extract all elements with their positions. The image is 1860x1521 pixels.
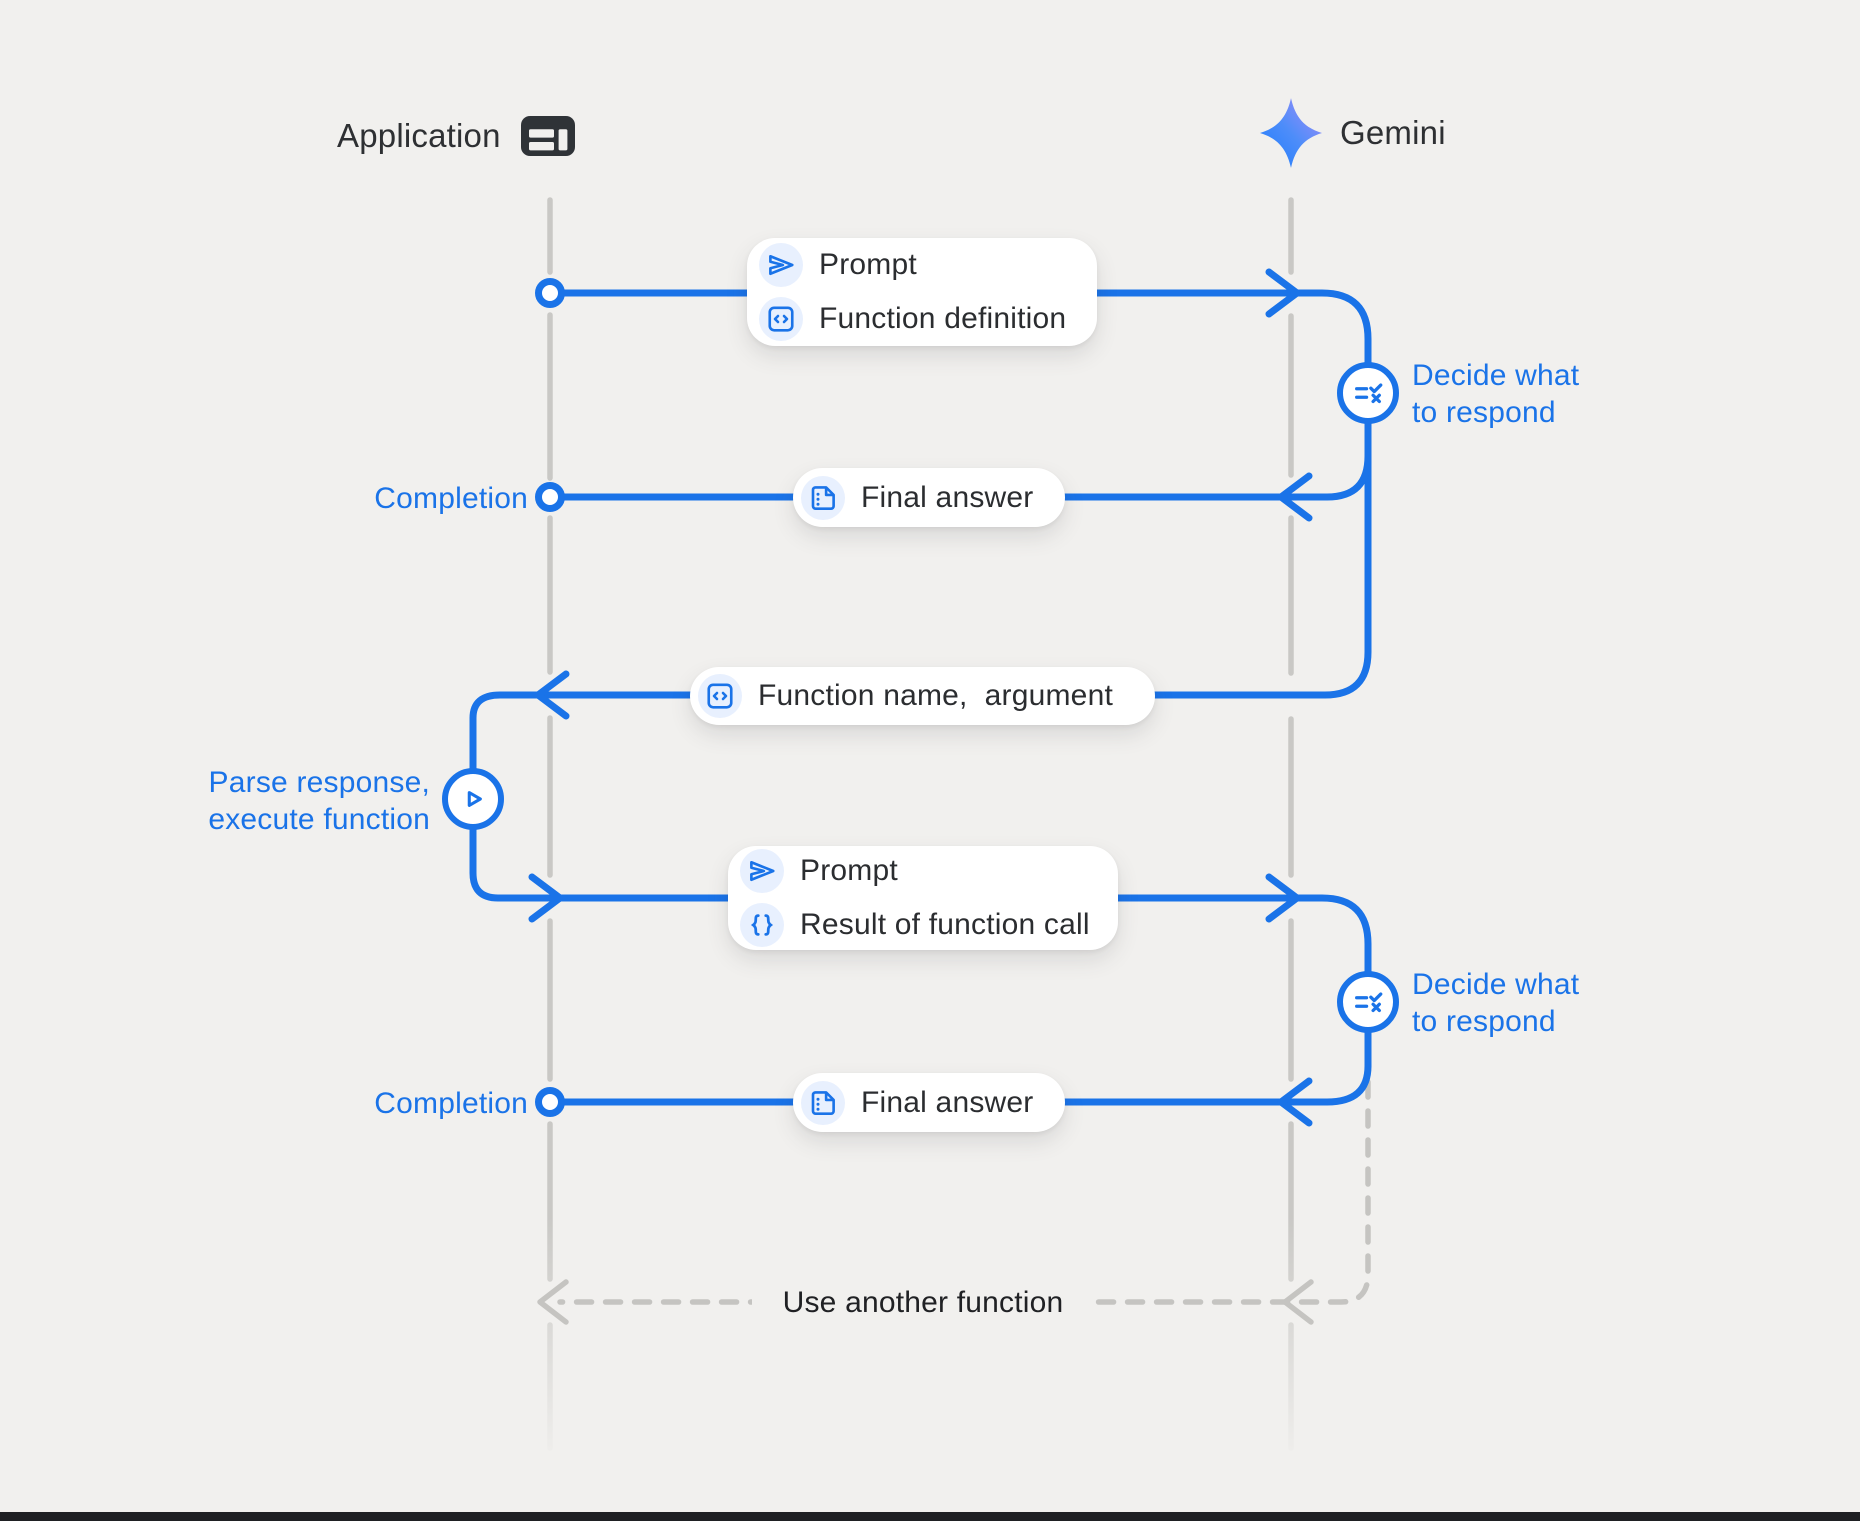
decide-note-1-line1: Decide what xyxy=(1412,359,1580,392)
final-answer-2-box: Final answer xyxy=(793,1073,1065,1132)
start-terminator-prompt1 xyxy=(535,278,565,308)
app-window-icon xyxy=(519,112,577,160)
arrowhead-final1-left xyxy=(1277,472,1313,522)
decide-node-1 xyxy=(1337,362,1399,424)
decide-note-2: Decide what to respond xyxy=(1412,966,1579,1040)
final-answer-1-label: Final answer xyxy=(861,480,1034,514)
code-icon xyxy=(759,297,803,341)
arrowhead-prompt2-at-gemini xyxy=(1265,873,1301,923)
code-icon xyxy=(698,674,742,718)
send-icon xyxy=(759,243,803,287)
document-icon xyxy=(801,475,845,520)
prompt-function-definition-box: Prompt Function definition xyxy=(747,238,1097,346)
decide-note-2-line2: to respond xyxy=(1412,1005,1556,1038)
prompt-2-label: Prompt xyxy=(800,854,898,887)
end-terminator-completion2 xyxy=(535,1087,565,1117)
rule-icon xyxy=(1351,985,1385,1019)
application-label: Application xyxy=(337,117,501,154)
decide-note-1-line2: to respond xyxy=(1412,396,1556,429)
gemini-actor: Gemini xyxy=(1260,98,1446,168)
decide-note-2-line1: Decide what xyxy=(1412,968,1580,1001)
use-another-function-label: Use another function xyxy=(752,1284,1094,1322)
application-actor: Application xyxy=(337,112,577,160)
decide-note-1: Decide what to respond xyxy=(1412,357,1579,431)
arrowhead-prompt1-right xyxy=(1265,268,1301,318)
prompt-label: Prompt xyxy=(819,248,917,281)
arrowhead-prompt2-at-application xyxy=(528,873,564,923)
function-name-argument-label: Function name, argument xyxy=(758,679,1113,712)
play-icon xyxy=(457,783,489,815)
final-answer-2-line xyxy=(558,1062,1372,1106)
parse-note-line2: execute function xyxy=(208,803,430,836)
function-definition-row: Function definition xyxy=(759,297,1081,341)
braces-icon xyxy=(740,903,784,947)
completion-label-1: Completion xyxy=(374,482,528,515)
main-flow-line xyxy=(469,289,1372,1070)
function-definition-label: Function definition xyxy=(819,302,1067,335)
arrowhead-funcname-left xyxy=(534,670,570,720)
function-result-label: Result of function call xyxy=(800,908,1090,941)
parse-execute-node xyxy=(442,768,504,830)
final-answer-1-box: Final answer xyxy=(793,468,1065,527)
decide-node-2 xyxy=(1337,971,1399,1033)
final-answer-2-label: Final answer xyxy=(861,1085,1034,1119)
send-icon xyxy=(740,849,784,893)
parse-note-line1: Parse response, xyxy=(208,766,430,799)
gemini-label: Gemini xyxy=(1340,114,1446,151)
final-answer-1-line xyxy=(558,452,1372,501)
parse-execute-note: Parse response, execute function xyxy=(150,764,430,838)
prompt-row-2: Prompt xyxy=(740,849,1102,893)
dashed-arrowhead-at-application xyxy=(537,1279,569,1325)
arrowhead-final2-left xyxy=(1277,1077,1313,1127)
prompt-row: Prompt xyxy=(759,243,1081,287)
function-name-argument-box: Function name, argument xyxy=(690,667,1155,725)
gemini-sparkle-icon xyxy=(1260,98,1322,168)
completion-label-2: Completion xyxy=(374,1087,528,1120)
end-terminator-completion1 xyxy=(535,482,565,512)
dashed-arrowhead-at-gemini xyxy=(1282,1279,1314,1325)
function-result-row: Result of function call xyxy=(740,903,1102,947)
use-another-function-dashed-line xyxy=(557,1079,1371,1305)
prompt-function-result-box: Prompt Result of function call xyxy=(728,846,1118,950)
bottom-edge-bar xyxy=(0,1512,1860,1521)
document-icon xyxy=(801,1080,845,1125)
rule-icon xyxy=(1351,376,1385,410)
